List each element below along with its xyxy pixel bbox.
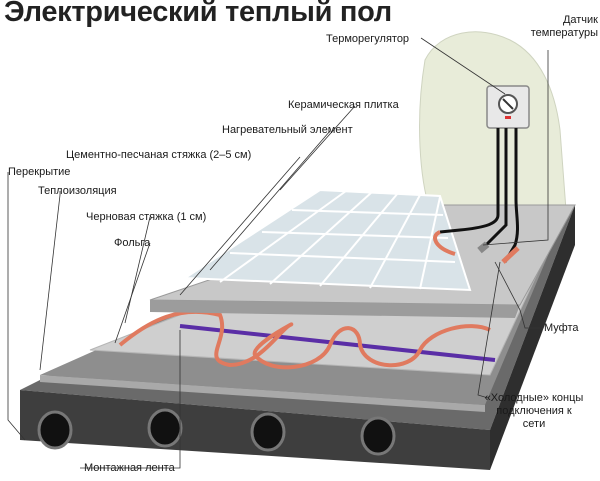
label-temperature-sensor: Датчик температуры bbox=[530, 14, 598, 39]
cold-end-to-cable bbox=[433, 230, 456, 256]
heating-cable bbox=[118, 309, 491, 370]
label-insulation: Теплоизоляция bbox=[38, 185, 117, 197]
screed-edge bbox=[150, 300, 520, 318]
label-slab: Перекрытие bbox=[8, 166, 71, 178]
label-ceramic-tile: Керамическая плитка bbox=[288, 99, 399, 111]
label-thermostat: Терморегулятор bbox=[326, 33, 410, 45]
leader-lines bbox=[7, 37, 549, 469]
cold-ends-wires bbox=[439, 128, 520, 263]
label-rough-screed: Черновая стяжка (1 см) bbox=[86, 211, 207, 223]
label-mounting-tape: Монтажная лента bbox=[84, 462, 175, 474]
label-foil: Фольга bbox=[114, 237, 151, 249]
diagram-title: Электрический теплый пол bbox=[4, 0, 392, 28]
label-cold-ends: «Холодные» концы подключения к сети bbox=[484, 392, 584, 430]
coupling bbox=[501, 246, 520, 264]
label-coupling: Муфта bbox=[544, 322, 579, 334]
ceramic-tiles bbox=[181, 188, 472, 292]
insulation-edge bbox=[40, 375, 485, 412]
mounting-tape bbox=[179, 324, 496, 362]
slab-holes bbox=[37, 408, 396, 456]
thermostat bbox=[486, 85, 530, 129]
label-screed: Цементно-песчаная стяжка (2–5 см) bbox=[66, 149, 252, 161]
label-heating-element: Нагревательный элемент bbox=[222, 124, 353, 136]
